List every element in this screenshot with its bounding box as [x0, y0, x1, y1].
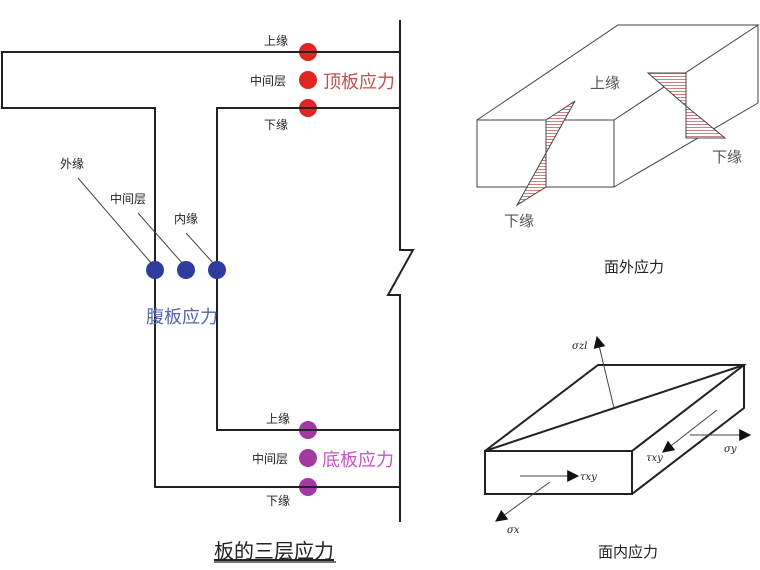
sigma-zl-label: σzl	[572, 341, 587, 352]
sigma-x-arrow	[495, 481, 551, 522]
web-outer-dot	[146, 261, 164, 279]
in-plane-caption: 面内应力	[598, 543, 658, 561]
web-outer-label: 外缘	[60, 157, 84, 171]
box-girder-section	[1, 20, 415, 522]
top-edge-label: 上缘	[590, 74, 620, 92]
sigma-zl-arrow	[593, 335, 615, 409]
top-flange-stress: 上缘 中间层 下缘 顶板应力	[250, 34, 395, 132]
right-stress-lower-triangle	[685, 104, 727, 139]
top-middle-dot	[299, 71, 317, 89]
web-inner-dot	[208, 261, 226, 279]
bottom-upper-label: 上缘	[266, 412, 290, 426]
left-caption: 板的三层应力	[214, 539, 334, 563]
web-middle-dot	[177, 261, 195, 279]
sigma-x-label: σx	[507, 525, 520, 536]
out-of-plane-caption: 面外应力	[604, 258, 664, 276]
tau-right-label: τxy	[646, 453, 663, 464]
bottom-lower-label: 下缘	[266, 494, 290, 508]
left-stress-lower-triangle	[515, 151, 547, 207]
top-flange-title: 顶板应力	[323, 72, 395, 93]
section-break-line	[386, 20, 415, 522]
web-title: 腹板应力	[146, 307, 218, 328]
left-stress-upper-triangle	[545, 100, 576, 155]
tau-right-arrow	[662, 409, 718, 453]
right-stress-upper-triangle	[646, 72, 687, 108]
web-middle-label: 中间层	[110, 191, 146, 206]
top-middle-label: 中间层	[250, 73, 286, 88]
top-lower-label: 下缘	[264, 118, 288, 132]
bottom-flange-stress: 上缘 中间层 下缘 底板应力	[252, 412, 394, 508]
outer-outline	[1, 51, 400, 488]
bottom-middle-label: 中间层	[252, 451, 288, 466]
bottom-flange-title: 底板应力	[322, 450, 394, 471]
bottom-middle-dot	[299, 449, 317, 467]
top-upper-label: 上缘	[264, 34, 288, 48]
out-of-plane-diagram: 上缘 下缘 下缘 面外应力	[476, 24, 760, 276]
in-plane-diagram: σzl τxy σx τxy σy 面内应力	[484, 335, 752, 561]
inner-outline	[216, 107, 400, 431]
bottom-edge-right-label: 下缘	[712, 148, 742, 166]
bottom-edge-left-label: 下缘	[504, 212, 534, 230]
web-stress: 外缘 中间层 内缘 腹板应力	[60, 157, 226, 328]
sigma-y-label: σy	[724, 444, 737, 455]
web-inner-label: 内缘	[174, 212, 198, 226]
tau-front-label: τxy	[580, 472, 597, 483]
